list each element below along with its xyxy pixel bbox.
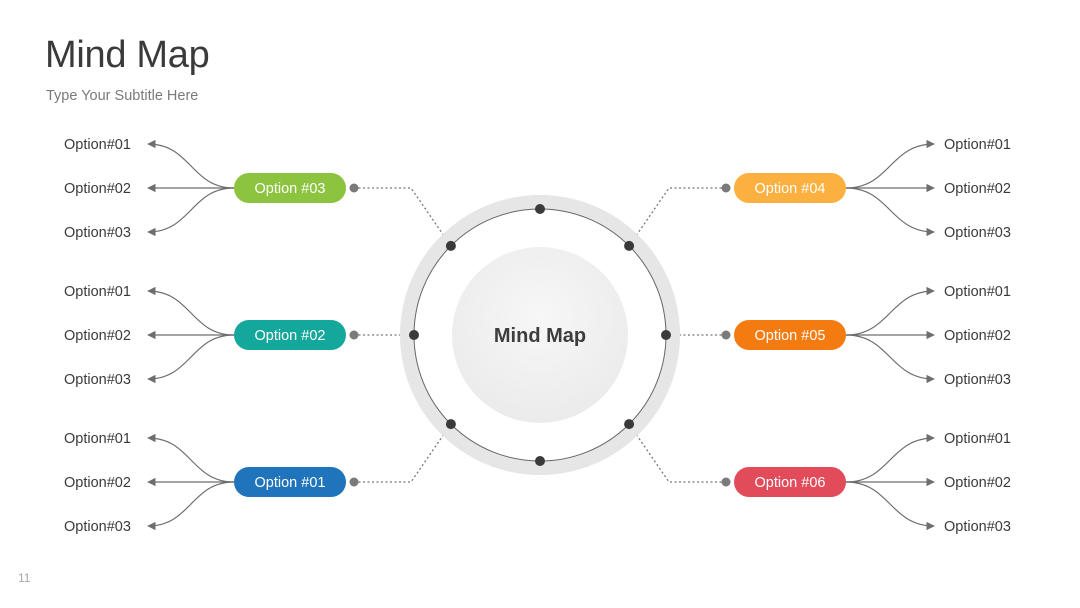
leaf-label: Option#01	[64, 137, 131, 153]
branch-pill[interactable]: Option #02	[234, 320, 346, 350]
branch-connector	[354, 423, 452, 483]
leaf-label: Option#01	[944, 284, 1011, 300]
leaf-label: Option#02	[944, 475, 1011, 491]
leaf-arrow	[845, 433, 935, 483]
branch-connector	[628, 187, 726, 247]
leaf-label: Option#03	[944, 372, 1011, 388]
center-label: Mind Map	[494, 325, 586, 347]
branch-pill[interactable]: Option #06	[734, 467, 846, 497]
ring-dot	[624, 419, 635, 430]
branch-pill-label: Option #02	[255, 328, 326, 344]
branch-connector-dot	[721, 477, 731, 487]
leaf-arrow	[147, 481, 235, 531]
ring-dot	[409, 330, 419, 340]
branch-pill-label: Option #06	[755, 475, 826, 491]
leaf-label: Option#01	[64, 431, 131, 447]
branch-pill-shape	[734, 320, 846, 350]
leaf-arrow	[147, 286, 235, 336]
slide-title: Mind Map	[45, 34, 210, 76]
branch-connector-dot	[349, 477, 359, 487]
leaf-label: Option#02	[944, 328, 1011, 344]
leaf-arrow	[845, 187, 935, 237]
ring-dot	[661, 330, 671, 340]
branch-connector	[354, 187, 452, 247]
leaf-label: Option#03	[64, 225, 131, 241]
connector-layer	[147, 139, 935, 531]
branch-pill-label: Option #03	[255, 181, 326, 197]
ring-dot	[535, 204, 545, 214]
branch-pill[interactable]: Option #04	[734, 173, 846, 203]
leaf-label: Option#03	[944, 519, 1011, 535]
leaf-arrow	[147, 334, 235, 384]
ring-dot	[535, 456, 545, 466]
branch-connector-dot	[349, 330, 359, 340]
branch-pill-label: Option #01	[255, 475, 326, 491]
branch-pill-shape	[234, 320, 346, 350]
branch-connector-dot	[349, 183, 359, 193]
leaf-label: Option#03	[944, 225, 1011, 241]
leaf-arrow	[147, 139, 235, 189]
leaf-label: Option#03	[64, 519, 131, 535]
leaf-arrow	[845, 481, 935, 531]
branch-pill-shape	[234, 467, 346, 497]
leaf-arrow	[845, 334, 935, 384]
ring-dot	[445, 419, 456, 430]
branch-pill[interactable]: Option #01	[234, 467, 346, 497]
page-number: 11	[18, 571, 31, 585]
center-inner-disc	[452, 247, 628, 423]
branch-pill-label: Option #05	[755, 328, 826, 344]
leaf-arrow	[147, 187, 235, 237]
leaf-arrow	[845, 286, 935, 336]
leaf-label: Option#02	[944, 181, 1011, 197]
leaf-label: Option#01	[944, 137, 1011, 153]
branch-connector-dot	[721, 183, 731, 193]
branch-pill-shape	[734, 173, 846, 203]
center-node: Mind Map	[400, 195, 680, 475]
branch-connector	[628, 423, 726, 483]
branch-pill-shape	[234, 173, 346, 203]
leaf-arrow	[147, 433, 235, 483]
branch-pill[interactable]: Option #03	[234, 173, 346, 203]
branch-pill-shape	[734, 467, 846, 497]
leaf-label: Option#01	[944, 431, 1011, 447]
leaf-label: Option#02	[64, 328, 131, 344]
ring-dot	[445, 240, 456, 251]
branch-pill-label: Option #04	[755, 181, 826, 197]
branch-connector-dot	[721, 330, 731, 340]
leaf-label: Option#02	[64, 475, 131, 491]
slide-subtitle: Type Your Subtitle Here	[46, 88, 199, 104]
ring-dot	[624, 240, 635, 251]
leaf-arrow	[845, 139, 935, 189]
branch-pill[interactable]: Option #05	[734, 320, 846, 350]
leaf-label: Option#01	[64, 284, 131, 300]
leaf-label: Option#03	[64, 372, 131, 388]
leaf-label: Option#02	[64, 181, 131, 197]
